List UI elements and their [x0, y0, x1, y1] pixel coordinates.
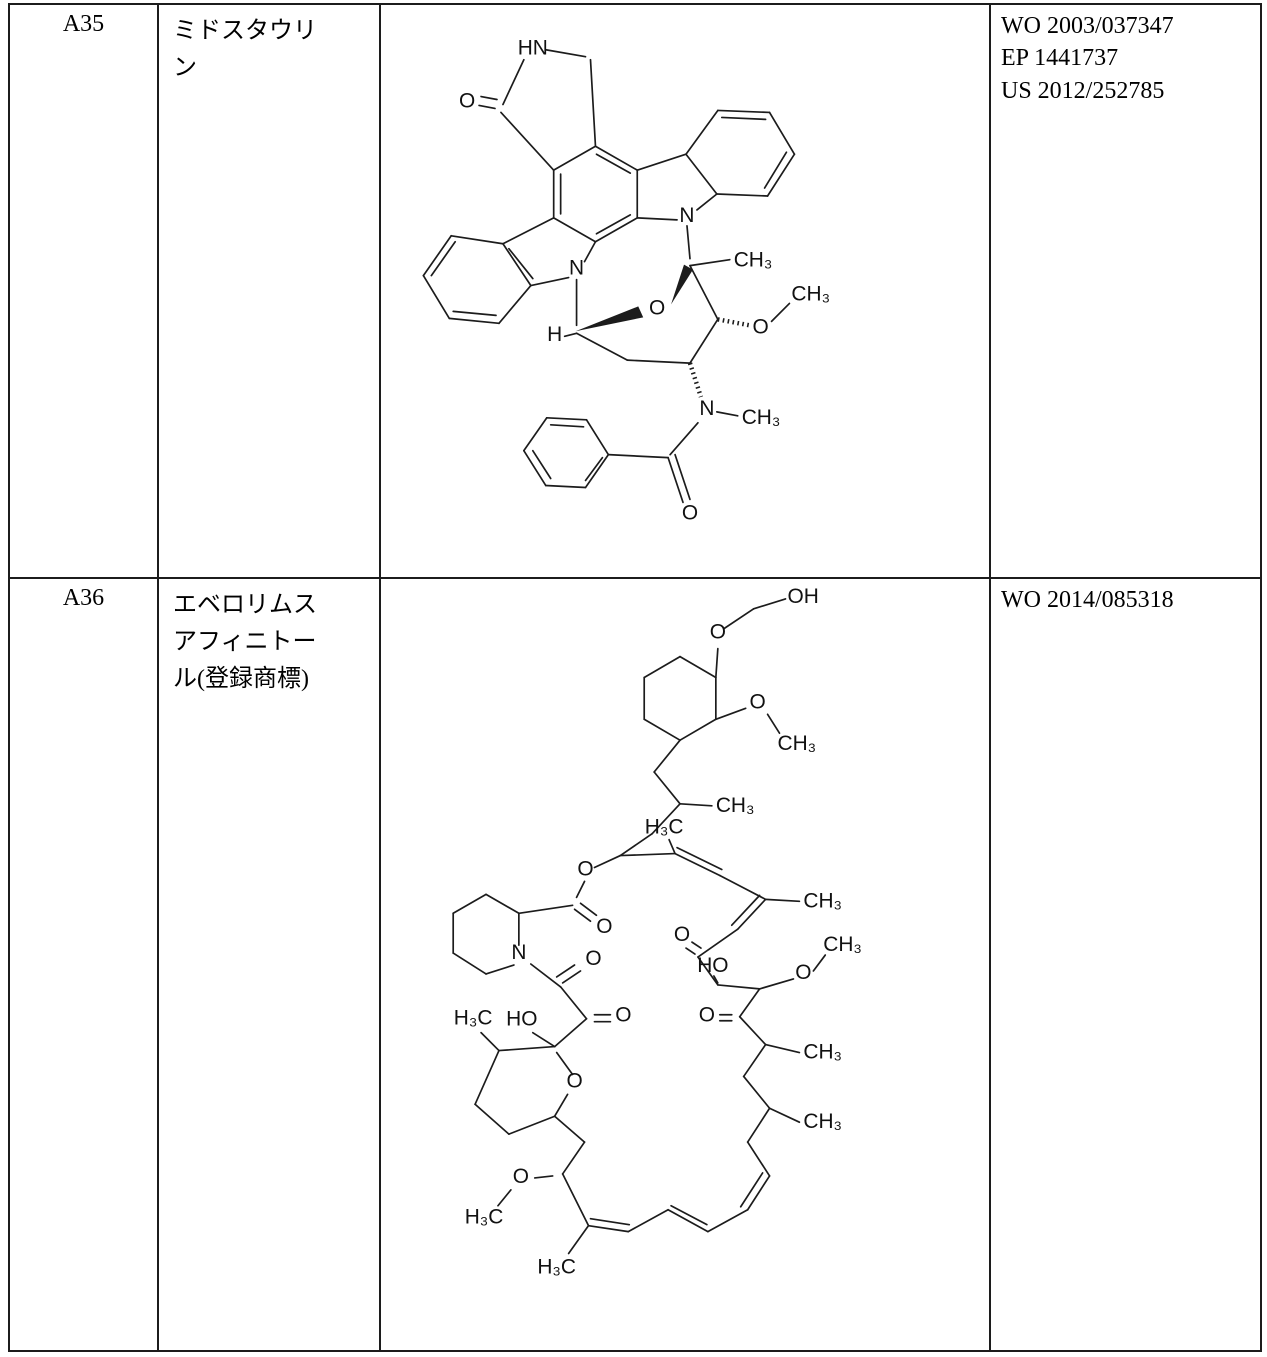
- atom-label-n: N: [511, 941, 526, 964]
- atom-label-ch3: CH₃: [791, 282, 830, 305]
- atom-label-o: O: [577, 857, 593, 880]
- reference-number: WO 2014/085318: [1001, 587, 1174, 613]
- structure-cell-a36: OH O O CH₃ CH₃ H₃C O O N O O H₃C HO O O …: [381, 579, 991, 1350]
- atom-label-o: O: [649, 296, 665, 319]
- atom-label-o: O: [710, 621, 726, 644]
- atom-label-o: O: [585, 947, 601, 970]
- atom-label-o: O: [699, 1004, 715, 1027]
- atom-label-o: O: [750, 690, 766, 713]
- compound-name-line: アフィニトー: [173, 629, 317, 656]
- compound-name-line: ミドスタウリ: [173, 18, 317, 44]
- atom-label-ch3: CH₃: [734, 249, 773, 272]
- compound-name-line: ン: [173, 55, 197, 82]
- compound-id-a35: A35: [10, 5, 159, 579]
- reference-number: US 2012/252785: [1001, 77, 1165, 104]
- compound-name-a36: エベロリムス アフィニトー ル(登録商標): [159, 579, 381, 1350]
- atom-label-h3c: H₃C: [465, 1206, 504, 1229]
- references-a36: WO 2014/085318: [991, 579, 1260, 1350]
- atom-label-ch3: CH₃: [803, 1041, 842, 1064]
- atom-label-ch3: CH₃: [823, 933, 862, 956]
- atom-label-h3c: H₃C: [537, 1255, 576, 1278]
- atom-label-n: N: [699, 397, 714, 420]
- atom-label-ch3: CH₃: [803, 889, 842, 912]
- atom-label-oh: OH: [787, 585, 818, 608]
- atom-label-ch3: CH₃: [778, 732, 817, 755]
- references-a35: WO 2003/037347 EP 1441737 US 2012/252785: [991, 5, 1260, 579]
- atom-label-o: O: [674, 923, 690, 946]
- everolimus-structure-drawing: OH O O CH₃ CH₃ H₃C O O N O O H₃C HO O O …: [452, 585, 862, 1278]
- atom-label-ch3: CH₃: [803, 1110, 842, 1133]
- atom-label-hn: HN: [518, 37, 548, 60]
- compound-name-a35: ミドスタウリ ン: [159, 5, 381, 579]
- midostaurin-structure-drawing: HN O N N CH₃ O O CH₃ H N CH₃ O: [422, 37, 830, 524]
- atom-label-o: O: [795, 961, 811, 984]
- atom-label-o: O: [566, 1069, 582, 1092]
- atom-label-n: N: [679, 204, 694, 227]
- atom-label-o: O: [513, 1165, 529, 1188]
- atom-label-h3c: H₃C: [645, 816, 684, 839]
- atom-label-h: H: [547, 323, 562, 346]
- atom-label-o: O: [459, 89, 475, 112]
- atom-label-n: N: [569, 257, 584, 280]
- atom-label-h3c: H₃C: [454, 1007, 493, 1030]
- compound-name-line: エベロリムス: [173, 592, 317, 618]
- atom-label-ho: HO: [697, 954, 728, 977]
- reference-number: WO 2003/037347: [1001, 13, 1174, 39]
- compound-name-line: ル(登録商標): [173, 666, 309, 693]
- atom-label-o: O: [596, 915, 612, 938]
- compound-id-a36: A36: [10, 579, 159, 1350]
- atom-label-o: O: [615, 1004, 631, 1027]
- atom-label-o: O: [682, 501, 698, 524]
- reference-number: EP 1441737: [1001, 45, 1119, 72]
- atom-label-ho: HO: [506, 1008, 537, 1031]
- compound-table: A35 ミドスタウリ ン: [8, 3, 1262, 1352]
- atom-label-o: O: [752, 315, 768, 338]
- atom-label-ch3: CH₃: [716, 794, 755, 817]
- atom-label-ch3: CH₃: [742, 406, 781, 429]
- structure-cell-a35: HN O N N CH₃ O O CH₃ H N CH₃ O: [381, 5, 991, 579]
